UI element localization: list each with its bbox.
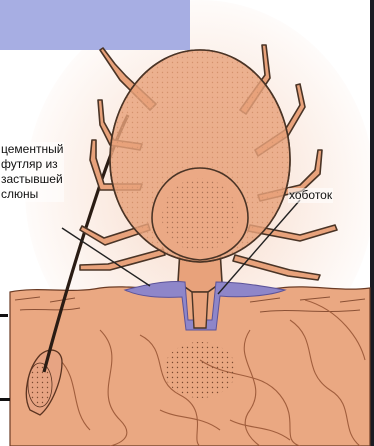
cement-case-label: цементный футляр из застывшей слюны: [0, 142, 64, 202]
cement-case-label-line-4: слюны: [1, 187, 63, 202]
cement-case-label-line-3: застывшей: [1, 172, 63, 187]
cement-case-label-line-2: футляр из: [1, 157, 63, 172]
edge-mark-2: [0, 398, 10, 401]
cement-case-label-line-1: цементный: [1, 142, 63, 157]
feeding-lesion: [164, 342, 236, 398]
hypostome-label: хоботок: [288, 188, 333, 203]
hypostome: [192, 292, 208, 328]
edge-mark-1: [0, 314, 8, 317]
header-bar: [0, 0, 190, 50]
